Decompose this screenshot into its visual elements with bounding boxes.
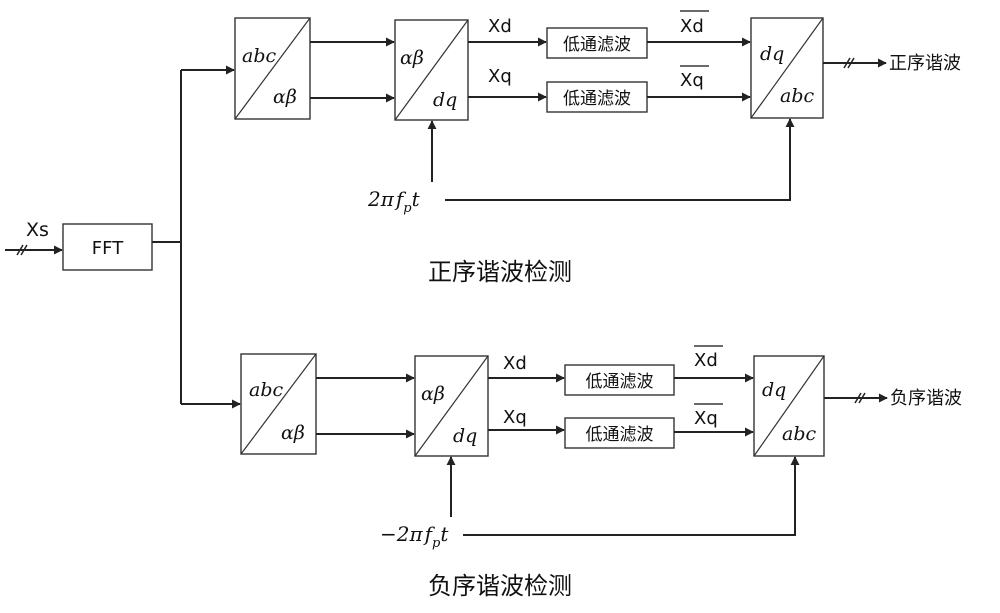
positive-xd-label: Xd [488, 16, 512, 37]
positive-xq-bar-label: Xq [680, 70, 704, 91]
negative-section-title: 负序谐波检测 [428, 572, 572, 600]
negative-block2-bottom-label: dq [453, 425, 477, 447]
input-section: Xs FFT [5, 65, 241, 409]
positive-xd-bar-label: Xd [680, 16, 704, 37]
positive-sequence-section: abc αβ αβ dq Xd 低通滤波 Xd Xq 低通滤波 Xq dq ab… [234, 10, 961, 286]
negative-xq-bar-label: Xq [694, 408, 718, 429]
negative-angle-arrow-to-inverse [463, 456, 800, 536]
positive-xq-label: Xq [488, 66, 512, 87]
input-label: Xs [26, 219, 49, 241]
fft-block [62, 223, 153, 271]
negative-block1-bottom-label: αβ [281, 422, 305, 444]
positive-lowpass-filter-d [546, 27, 648, 59]
positive-lowpass-filter-q [546, 81, 648, 113]
input-bus-mark [16, 244, 28, 256]
fft-label: FFT [92, 238, 124, 259]
positive-filter-q-label: 低通滤波 [563, 89, 631, 109]
positive-block3-top-label: dq [760, 43, 784, 65]
negative-block2-diagonal [414, 355, 489, 457]
negative-xd-label: Xd [503, 353, 527, 374]
positive-output-label: 正序谐波 [889, 53, 961, 74]
positive-block2-top-label: αβ [400, 47, 424, 69]
positive-block2-diagonal [394, 19, 469, 121]
negative-xd-bar-label: Xd [694, 350, 718, 371]
positive-block1-top-label: abc [242, 45, 276, 67]
positive-block3-bottom-label: abc [780, 85, 814, 107]
negative-angle-t: t [440, 522, 449, 546]
negative-xq-label: Xq [503, 407, 527, 428]
positive-block3-diagonal [750, 17, 824, 119]
positive-angle-arrow-to-inverse [445, 118, 795, 201]
negative-sequence-section: abc αβ αβ dq Xd 低通滤波 Xd Xq 低通滤波 Xq dq ab… [240, 345, 962, 600]
negative-block3-diagonal [753, 355, 825, 457]
negative-block3-bottom-label: abc [782, 423, 816, 445]
positive-angle-coef: 2π [367, 187, 395, 211]
negative-output-label: 负序谐波 [890, 388, 962, 409]
negative-angle-coef: −2π [380, 522, 423, 546]
negative-filter-d-label: 低通滤波 [586, 372, 654, 392]
positive-angle-t: t [412, 187, 421, 211]
positive-block2-bottom-label: dq [433, 89, 457, 111]
positive-angle-subscript: p [403, 201, 412, 216]
positive-output-bus-mark [843, 57, 855, 69]
positive-block1-bottom-label: αβ [273, 86, 297, 108]
negative-block2-top-label: αβ [421, 383, 445, 405]
negative-output-bus-mark [854, 392, 866, 404]
negative-angle-subscript: p [432, 536, 441, 551]
negative-block1-diagonal [240, 353, 317, 455]
negative-filter-q-label: 低通滤波 [586, 425, 654, 445]
negative-block1-top-label: abc [249, 379, 283, 401]
positive-section-title: 正序谐波检测 [428, 258, 572, 286]
negative-lowpass-filter-d [564, 364, 675, 396]
negative-block3-top-label: dq [762, 379, 786, 401]
positive-filter-d-label: 低通滤波 [563, 35, 631, 55]
positive-block1-diagonal [234, 17, 311, 120]
